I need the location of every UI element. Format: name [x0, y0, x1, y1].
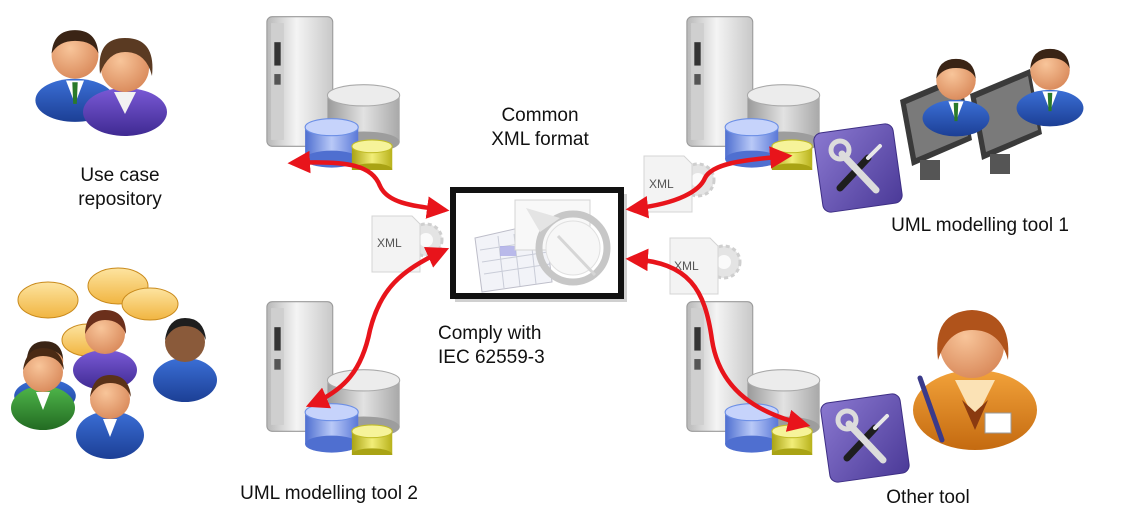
- xml-gear-icon: XML: [668, 236, 742, 296]
- server-icon: [266, 301, 401, 455]
- uml-tool-2-label: UML modelling tool 2: [240, 483, 418, 504]
- document-hub-icon: [450, 187, 627, 302]
- svg-text:XML: XML: [649, 177, 674, 191]
- comply-label: Comply with IEC 62559-3: [438, 322, 578, 370]
- label-line: Use case: [80, 165, 160, 186]
- arrow-top-left: [287, 150, 450, 219]
- workstation-users-icon: [900, 48, 1084, 180]
- uml-tool-1-label: UML modelling tool 1: [891, 215, 1069, 236]
- other-tool-label: Other tool: [886, 487, 970, 506]
- common-xml-format-label: Common XML format: [470, 104, 610, 152]
- use-case-repository-label: Use case repository: [60, 164, 180, 212]
- arrow-bottom-right: [625, 248, 811, 432]
- tool-badge-icon: [813, 123, 903, 213]
- tool-badge-icon: [820, 393, 910, 483]
- connector-arrows: [287, 146, 811, 432]
- label-line: Common: [501, 105, 579, 126]
- chat-group-icon: [11, 267, 217, 459]
- label-line: IEC 62559-3: [438, 347, 545, 368]
- label-line: Comply with: [438, 323, 542, 344]
- server-icon: [686, 16, 821, 170]
- arrow-bottom-left: [305, 247, 450, 409]
- woman-user-icon: [913, 310, 1037, 450]
- xml-gear-icon: XML: [370, 214, 444, 274]
- arrow-top-right: [625, 146, 793, 219]
- server-icon: [686, 301, 821, 455]
- label-line: repository: [78, 189, 162, 210]
- server-icon: [266, 16, 401, 170]
- svg-text:XML: XML: [377, 236, 402, 250]
- users-pair-icon: [35, 30, 167, 136]
- label-line: XML format: [491, 129, 589, 150]
